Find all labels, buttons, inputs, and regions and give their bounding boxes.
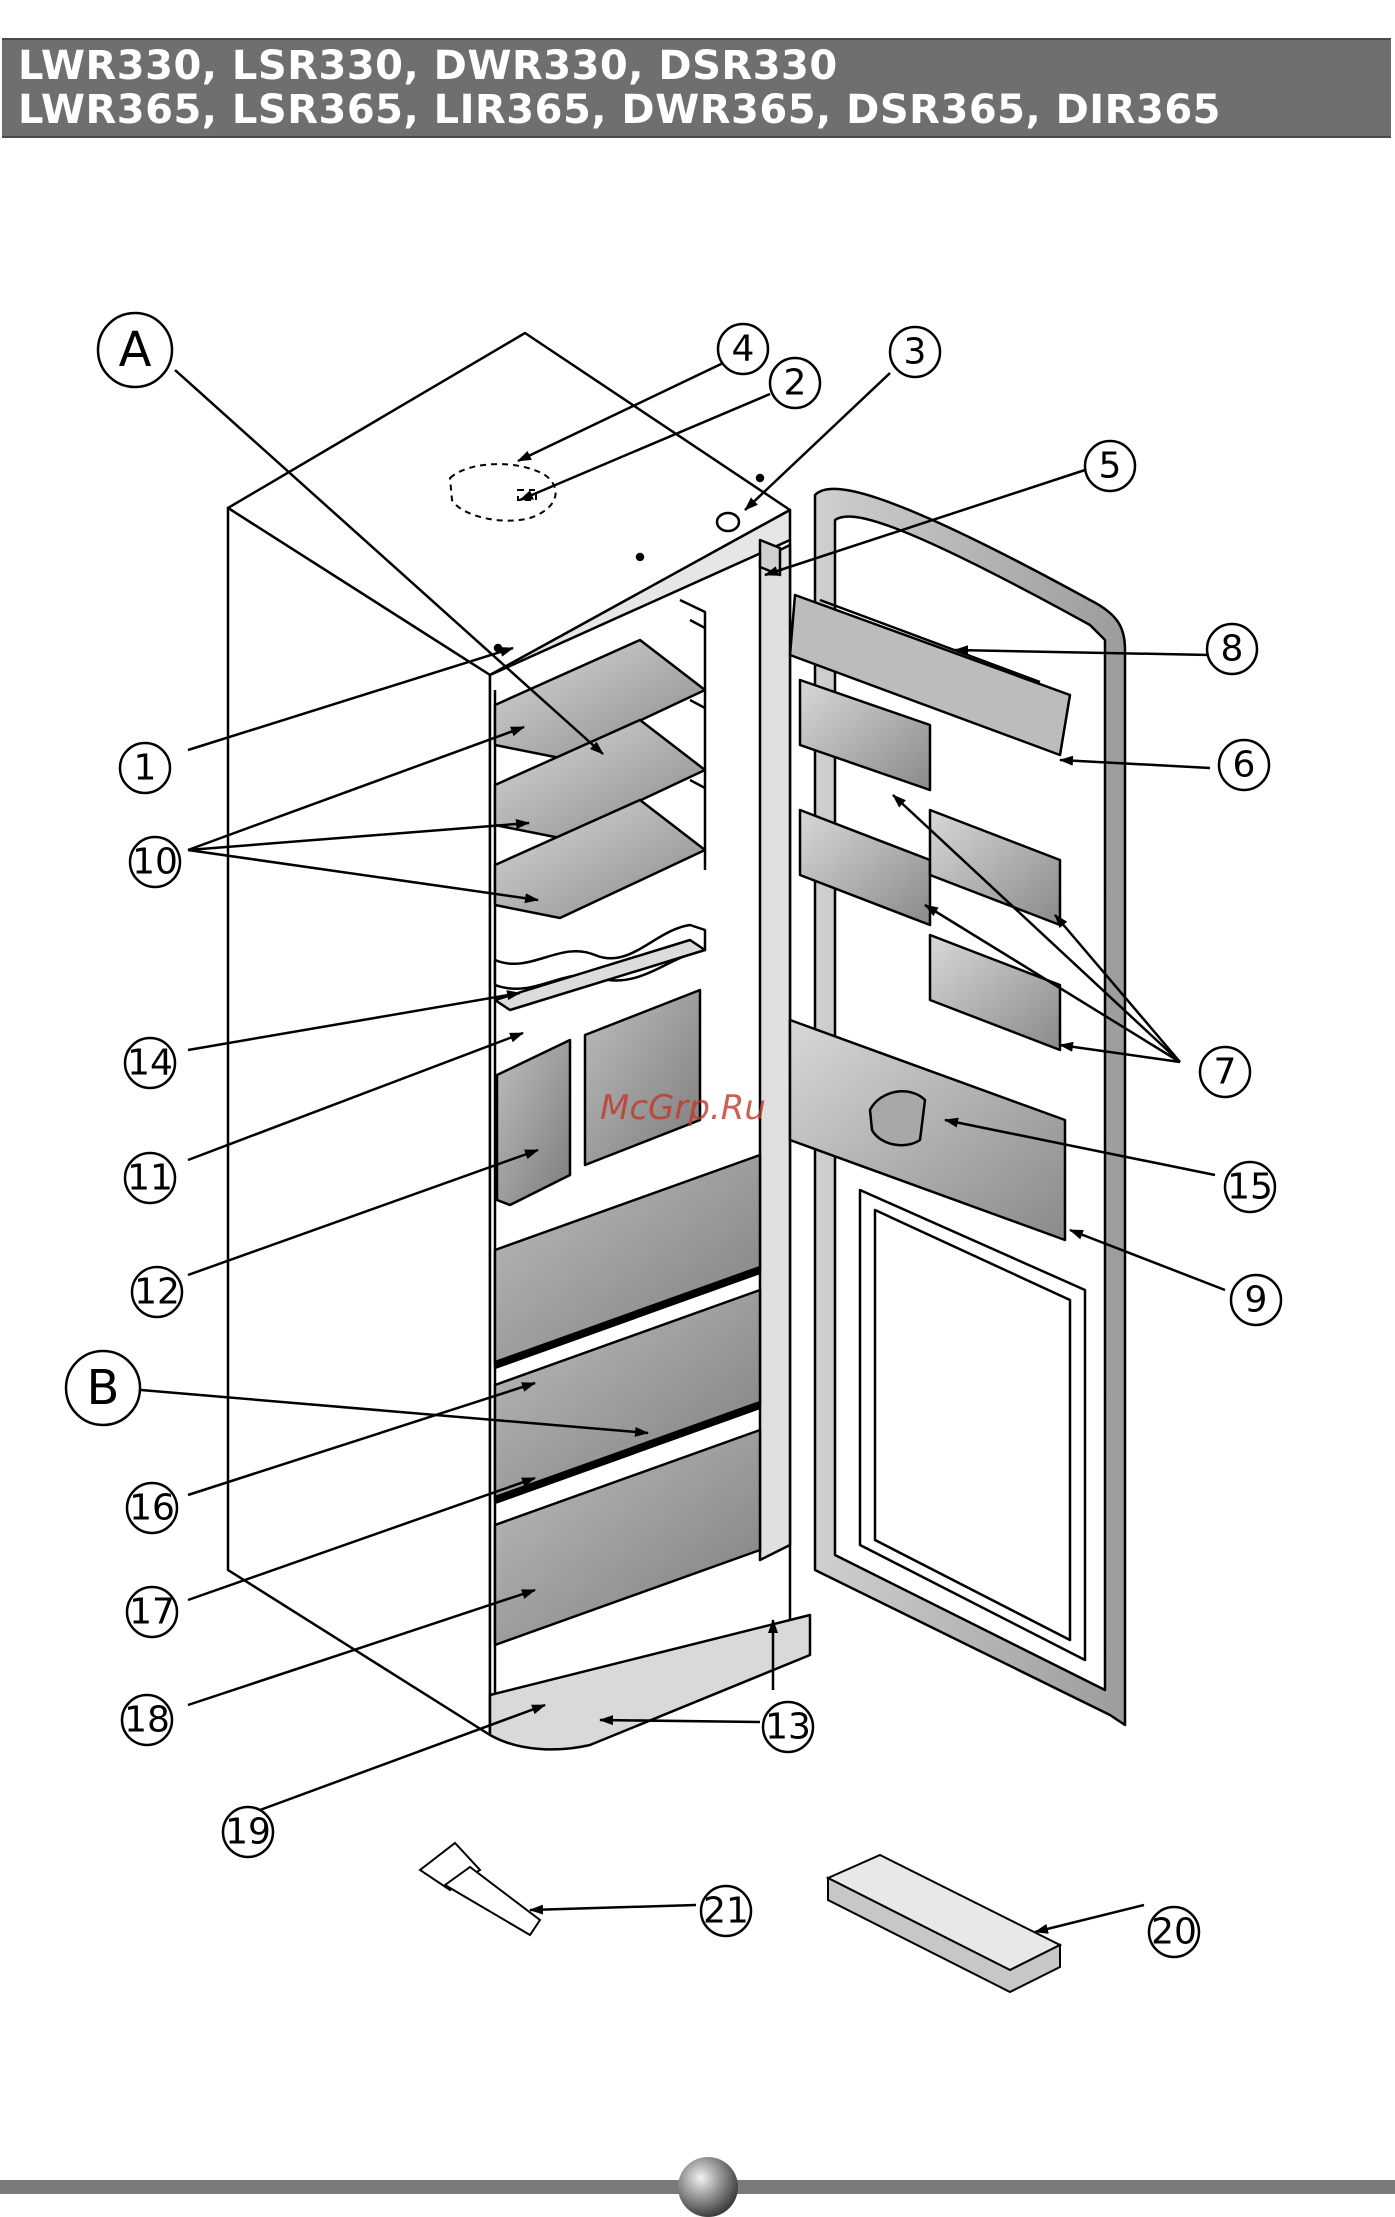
callout-9-label: 9 <box>1245 1280 1268 1321</box>
callout-12-label: 12 <box>134 1272 180 1313</box>
callout-7-label: 7 <box>1214 1052 1237 1093</box>
callout-2-label: 2 <box>784 363 807 404</box>
refrigerator-door <box>790 489 1125 1725</box>
callout-17-label: 17 <box>129 1592 175 1633</box>
watermark: McGrp.Ru <box>600 1088 766 1128</box>
callout-a-label: A <box>119 322 152 378</box>
callout-20-label: 20 <box>1151 1912 1197 1953</box>
callout-13-label: 13 <box>765 1707 811 1748</box>
ice-scraper <box>420 1843 540 1935</box>
callout-11-label: 11 <box>127 1158 173 1199</box>
callout-15-label: 15 <box>1227 1167 1273 1208</box>
callout-1-label: 1 <box>134 748 157 789</box>
ice-cube-tray <box>828 1855 1060 1992</box>
callout-18-label: 18 <box>124 1700 170 1741</box>
callout-21-label: 21 <box>703 1891 749 1932</box>
footer-ball-icon <box>678 2157 738 2217</box>
callout-19-label: 19 <box>225 1812 271 1853</box>
callout-3-label: 3 <box>904 332 927 373</box>
callout-4-label: 4 <box>732 329 755 370</box>
callout-6-label: 6 <box>1233 745 1256 786</box>
callout-8-label: 8 <box>1221 629 1244 670</box>
callout-5-label: 5 <box>1099 446 1122 487</box>
callout-10-label: 10 <box>132 842 178 883</box>
callout-16-label: 16 <box>129 1488 175 1529</box>
callout-14-label: 14 <box>127 1043 173 1084</box>
callout-b-label: B <box>87 1360 120 1416</box>
